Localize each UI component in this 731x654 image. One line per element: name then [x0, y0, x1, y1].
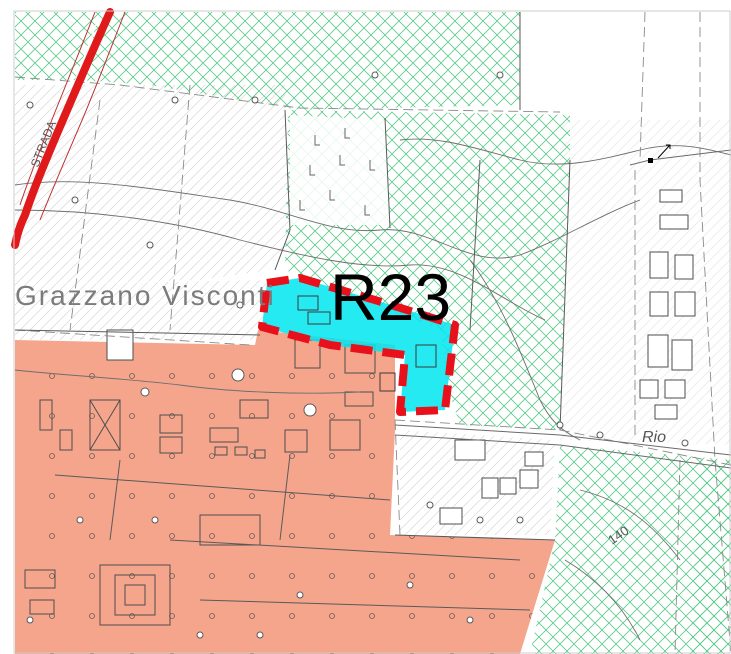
zone-code-label: R23 [330, 260, 451, 334]
place-name-label: Grazzano Visconti [15, 280, 276, 311]
urban-buildings [24, 339, 376, 626]
field-boundaries [14, 12, 571, 611]
selected-zone-r23[interactable] [258, 274, 459, 416]
stream-name-label: Rio [642, 429, 666, 446]
main-road[interactable] [11, 8, 126, 249]
survey-points [26, 71, 689, 639]
vegetation-marks [299, 128, 375, 216]
map-border [13, 10, 731, 654]
north-arrow-icon [648, 144, 671, 163]
rural-buildings [106, 189, 696, 525]
green-hatch-zones [15, 12, 731, 654]
